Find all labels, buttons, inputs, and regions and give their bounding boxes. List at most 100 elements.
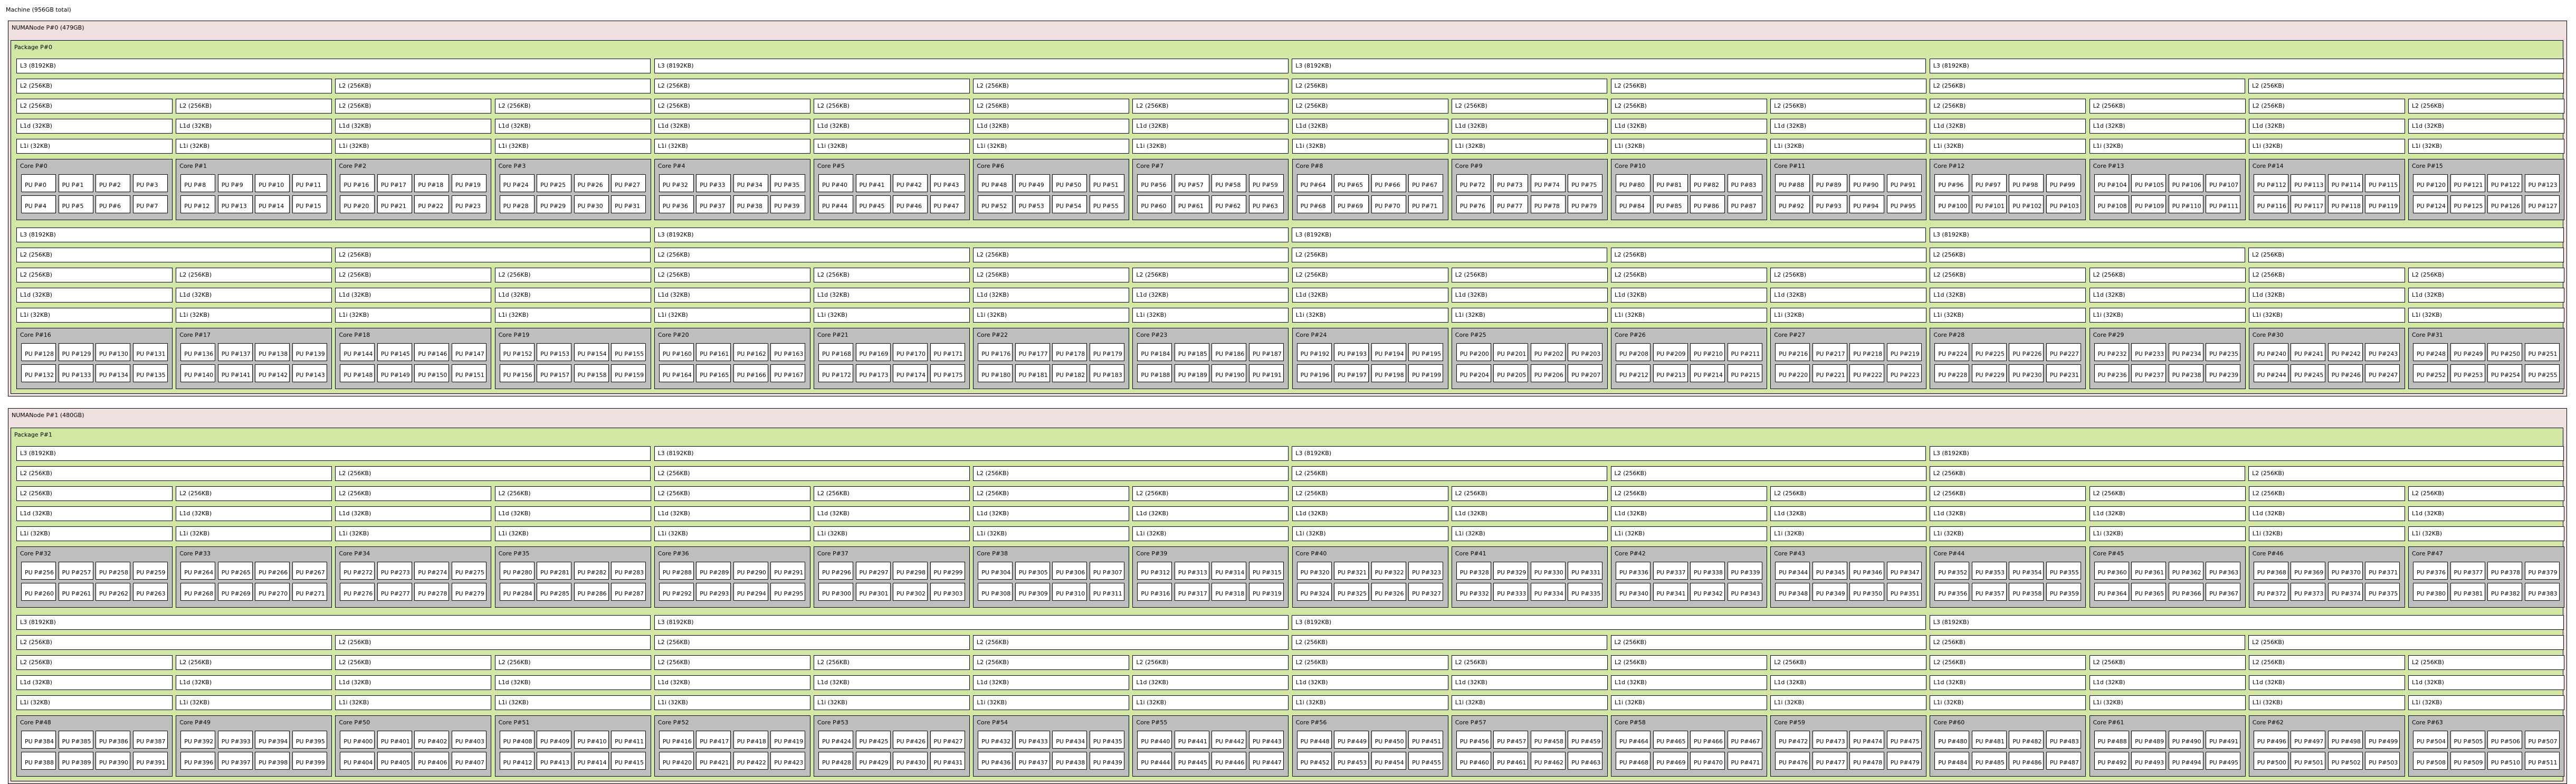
pu[interactable]: PU P#115	[2365, 174, 2400, 192]
pu[interactable]: PU P#325	[1334, 583, 1369, 601]
pu[interactable]: PU P#471	[1727, 752, 1762, 770]
l3-cache[interactable]: L3 (8192KB)	[1292, 615, 1926, 630]
pu[interactable]: PU P#467	[1727, 731, 1762, 749]
pu[interactable]: PU P#279	[451, 583, 486, 601]
l2-cache[interactable]: L2 (256KB)	[335, 466, 651, 481]
pu[interactable]: PU P#377	[2450, 562, 2485, 580]
pu[interactable]: PU P#0	[21, 174, 56, 192]
pu[interactable]: PU P#188	[1137, 364, 1172, 382]
pu[interactable]: PU P#83	[1727, 174, 1762, 192]
pu[interactable]: PU P#54	[1052, 195, 1087, 213]
l1d-cache[interactable]: L1d (32KB)	[335, 288, 492, 303]
l2-cache[interactable]: L2 (256KB)	[1929, 466, 2245, 481]
pu[interactable]: PU P#404	[340, 752, 375, 770]
pu[interactable]: PU P#76	[1456, 195, 1491, 213]
pu[interactable]: PU P#354	[2009, 562, 2044, 580]
pu[interactable]: PU P#155	[611, 343, 646, 361]
pu[interactable]: PU P#254	[2487, 364, 2522, 382]
pu[interactable]: PU P#227	[2046, 343, 2081, 361]
pu[interactable]: PU P#373	[2291, 583, 2326, 601]
l1d-cache[interactable]: L1d (32KB)	[176, 506, 332, 521]
pu[interactable]: PU P#102	[2009, 195, 2044, 213]
l2-cache[interactable]: L2 (256KB)	[16, 486, 173, 501]
pu[interactable]: PU P#237	[2131, 364, 2167, 382]
l2-cache[interactable]: L2 (256KB)	[1930, 655, 2086, 670]
pu[interactable]: PU P#496	[2253, 731, 2288, 749]
pu[interactable]: PU P#381	[2450, 583, 2485, 601]
pu[interactable]: PU P#108	[2094, 195, 2129, 213]
l2-cache[interactable]: L2 (256KB)	[654, 466, 970, 481]
pu[interactable]: PU P#264	[180, 562, 216, 580]
pu[interactable]: PU P#151	[451, 364, 486, 382]
pu[interactable]: PU P#53	[1015, 195, 1050, 213]
pu[interactable]: PU P#426	[893, 731, 928, 749]
l2-cache[interactable]: L2 (256KB)	[176, 99, 332, 114]
pu[interactable]: PU P#484	[1934, 752, 1970, 770]
l1d-cache[interactable]: L1d (32KB)	[2248, 119, 2405, 134]
l2-cache[interactable]: L2 (256KB)	[1610, 79, 1926, 93]
pu[interactable]: PU P#495	[2206, 752, 2241, 770]
pu[interactable]: PU P#437	[1015, 752, 1050, 770]
pu[interactable]: PU P#32	[659, 174, 694, 192]
pu[interactable]: PU P#1	[58, 174, 93, 192]
pu[interactable]: PU P#270	[255, 583, 290, 601]
l1d-cache[interactable]: L1d (32KB)	[2089, 288, 2246, 303]
pu[interactable]: PU P#257	[58, 562, 93, 580]
pu[interactable]: PU P#289	[696, 562, 731, 580]
pu[interactable]: PU P#360	[2094, 562, 2129, 580]
pu[interactable]: PU P#449	[1334, 731, 1369, 749]
l1i-cache[interactable]: L1i (32KB)	[1770, 695, 1927, 710]
pu[interactable]: PU P#492	[2094, 752, 2129, 770]
pu[interactable]: PU P#10	[255, 174, 290, 192]
pu[interactable]: PU P#164	[659, 364, 694, 382]
pu[interactable]: PU P#146	[414, 343, 450, 361]
pu[interactable]: PU P#330	[1530, 562, 1566, 580]
pu[interactable]: PU P#320	[1296, 562, 1332, 580]
pu[interactable]: PU P#313	[1174, 562, 1209, 580]
pu[interactable]: PU P#482	[2009, 731, 2044, 749]
pu[interactable]: PU P#485	[1971, 752, 2007, 770]
l2-cache[interactable]: L2 (256KB)	[2408, 268, 2564, 282]
pu[interactable]: PU P#92	[1775, 195, 1810, 213]
pu[interactable]: PU P#368	[2253, 562, 2288, 580]
l2-cache[interactable]: L2 (256KB)	[2248, 486, 2405, 501]
l3-cache[interactable]: L3 (8192KB)	[1929, 228, 2564, 242]
pu[interactable]: PU P#333	[1493, 583, 1529, 601]
pu[interactable]: PU P#111	[2206, 195, 2241, 213]
pu[interactable]: PU P#142	[255, 364, 290, 382]
l2-cache[interactable]: L2 (256KB)	[654, 486, 810, 501]
pu[interactable]: PU P#385	[58, 731, 93, 749]
pu[interactable]: PU P#50	[1052, 174, 1087, 192]
pu[interactable]: PU P#273	[377, 562, 412, 580]
l1d-cache[interactable]: L1d (32KB)	[176, 119, 332, 134]
pu[interactable]: PU P#23	[451, 195, 486, 213]
pu[interactable]: PU P#192	[1296, 343, 1332, 361]
pu[interactable]: PU P#456	[1456, 731, 1491, 749]
pu[interactable]: PU P#211	[1727, 343, 1762, 361]
l2-cache[interactable]: L2 (256KB)	[2408, 486, 2564, 501]
l1d-cache[interactable]: L1d (32KB)	[1292, 288, 1448, 303]
pu[interactable]: PU P#384	[21, 731, 56, 749]
pu[interactable]: PU P#287	[611, 583, 646, 601]
pu[interactable]: PU P#157	[537, 364, 572, 382]
l3-cache[interactable]: L3 (8192KB)	[654, 228, 1289, 242]
pu[interactable]: PU P#322	[1371, 562, 1406, 580]
pu[interactable]: PU P#352	[1934, 562, 1970, 580]
l1i-cache[interactable]: L1i (32KB)	[2089, 139, 2246, 154]
pu[interactable]: PU P#150	[414, 364, 450, 382]
l2-cache[interactable]: L2 (256KB)	[814, 99, 970, 114]
pu[interactable]: PU P#137	[217, 343, 253, 361]
l2-cache[interactable]: L2 (256KB)	[1292, 79, 1608, 93]
l2-cache[interactable]: L2 (256KB)	[16, 99, 173, 114]
